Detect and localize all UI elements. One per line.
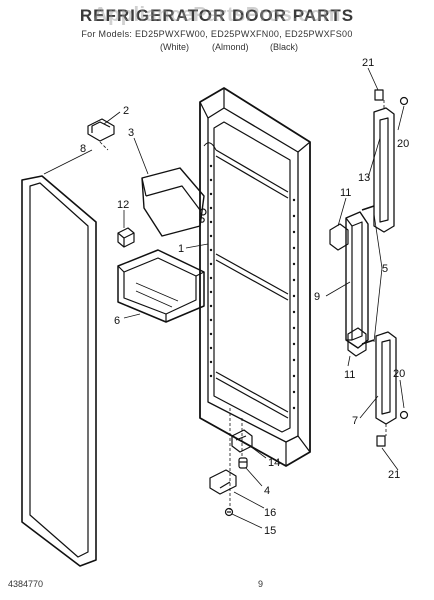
- part-1-door-liner: [199, 87, 311, 467]
- part-6-door-bin: [117, 249, 205, 323]
- door-gasket: [21, 175, 97, 567]
- callout-12: 12: [117, 199, 129, 211]
- part-14-hinge-cap: [231, 429, 253, 453]
- part-4-bushing: [238, 457, 248, 469]
- callout-labels: 2 3 8 12 1 6 21 20 13 11 5 9 11 7 20 21 …: [80, 57, 409, 537]
- callout-3: 3: [128, 127, 134, 139]
- callout-1: 1: [178, 243, 184, 255]
- model-list: For Models: ED25PWXFW00, ED25PWXFN00, ED…: [81, 29, 353, 39]
- part-3-dairy-door: [141, 167, 207, 237]
- callout-2: 2: [123, 105, 129, 117]
- page-title: REFRIGERATOR DOOR PARTS: [79, 6, 355, 25]
- part-12-hinge-pin: [117, 227, 135, 248]
- part-7-bottom-trim: [375, 331, 409, 447]
- callout-11-bottom: 11: [344, 369, 355, 381]
- callout-16: 16: [264, 507, 276, 519]
- callout-11-top: 11: [340, 187, 351, 199]
- part-16-hinge-bracket: [209, 469, 237, 495]
- callout-8: 8: [80, 143, 86, 155]
- callout-15: 15: [264, 525, 276, 537]
- callout-13: 13: [358, 172, 370, 184]
- part-13-top-trim: [373, 89, 409, 233]
- document-number: 4384770: [8, 579, 44, 589]
- variant-almond: (Almond): [212, 42, 249, 52]
- callout-21-bottom: 21: [388, 469, 400, 481]
- watermark: AppliancePartsPros.com: [93, 4, 341, 26]
- callout-5: 5: [382, 263, 388, 275]
- callout-4: 4: [264, 485, 270, 497]
- part-9-handle: [329, 205, 375, 357]
- callout-20-bottom: 20: [393, 368, 405, 380]
- variant-white: (White): [160, 42, 189, 52]
- callout-21-top: 21: [362, 57, 374, 69]
- callout-20-top: 20: [397, 138, 409, 150]
- callout-6: 6: [114, 315, 120, 327]
- callout-9: 9: [314, 291, 320, 303]
- page-number: 9: [258, 579, 264, 589]
- part-2-clip: [87, 118, 115, 142]
- callout-14: 14: [268, 457, 280, 469]
- part-15-screw: [224, 507, 234, 517]
- callout-7: 7: [352, 415, 358, 427]
- variant-black: (Black): [270, 42, 299, 52]
